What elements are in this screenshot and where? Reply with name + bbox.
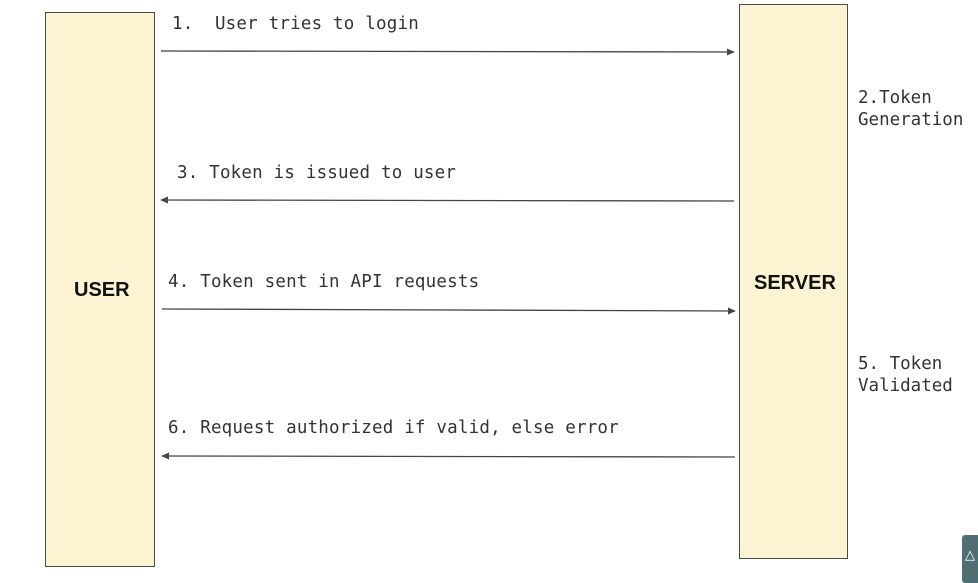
corner-badge[interactable]: △: [962, 535, 978, 583]
user-lifeline: [45, 12, 155, 567]
server-lifeline: [739, 4, 848, 559]
message-3-arrow: [160, 196, 735, 204]
message-6-arrow: [161, 452, 736, 460]
note-token-validated: 5. Token Validated: [858, 354, 953, 396]
message-4-arrow: [161, 307, 736, 315]
message-1-label: 1. User tries to login: [172, 14, 419, 34]
message-6-label: 6. Request authorized if valid, else err…: [168, 418, 619, 438]
note-token-generation: 2.Token Generation: [858, 88, 964, 130]
message-4-label: 4. Token sent in API requests: [168, 272, 480, 292]
graduation-cap-icon: △: [965, 548, 975, 563]
message-3-label: 3. Token is issued to user: [177, 163, 457, 183]
message-1-arrow: [160, 48, 735, 56]
server-actor-label: SERVER: [754, 272, 836, 294]
user-actor-label: USER: [74, 279, 130, 301]
